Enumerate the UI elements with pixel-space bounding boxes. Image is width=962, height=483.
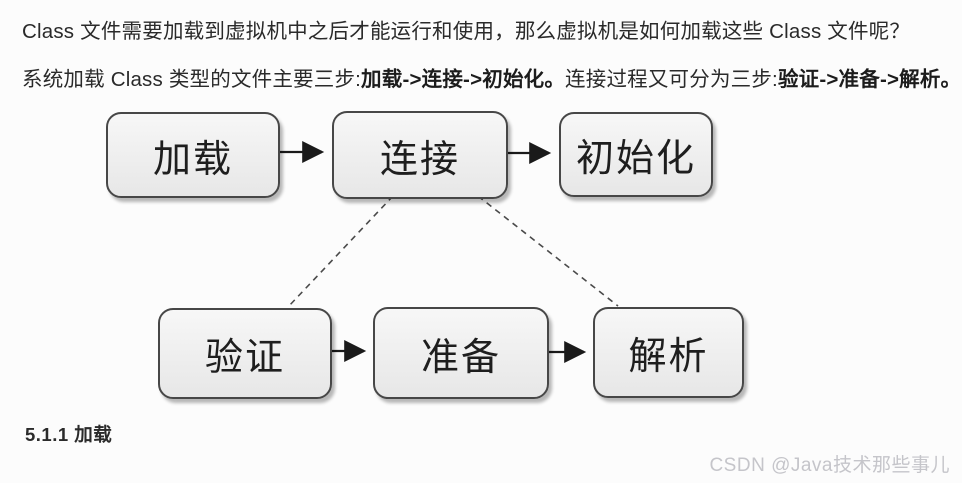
node-verify: 验证 [158, 308, 332, 399]
node-prepare-label: 准备 [420, 336, 501, 379]
intro-paragraph: Class 文件需要加载到虚拟机中之后才能运行和使用，那么虚拟机是如何加载这些 … [22, 17, 910, 47]
node-resolve: 解析 [593, 307, 744, 398]
node-link-label: 连接 [379, 138, 460, 181]
node-load-label: 加载 [152, 138, 233, 181]
steps-paragraph: 系统加载 Class 类型的文件主要三步:加载->连接->初始化。连接过程又可分… [22, 65, 961, 95]
node-resolve-label: 解析 [628, 336, 709, 378]
intro-text: Class 文件需要加载到虚拟机中之后才能运行和使用，那么虚拟机是如何加载这些 … [22, 20, 911, 43]
steps-mid: 连接过程又可分为三步: [565, 68, 778, 91]
node-initialize-label: 初始化 [575, 138, 696, 180]
dashed-line-link-to-verify [287, 195, 394, 308]
node-prepare: 准备 [373, 307, 549, 399]
steps-link-sequence: 验证->准备->解析。 [777, 68, 962, 91]
steps-main-sequence: 加载->连接->初始化。 [361, 68, 566, 91]
node-link: 连接 [332, 111, 508, 199]
steps-prefix: 系统加载 Class 类型的文件主要三步: [22, 68, 362, 91]
csdn-watermark: CSDN @Java技术那些事儿 [709, 455, 950, 476]
dashed-line-link-to-resolve [477, 195, 619, 307]
node-load: 加载 [106, 112, 280, 198]
node-verify-label: 验证 [204, 337, 285, 379]
section-heading: 5.1.1 加载 [25, 424, 113, 445]
node-initialize: 初始化 [559, 112, 713, 197]
